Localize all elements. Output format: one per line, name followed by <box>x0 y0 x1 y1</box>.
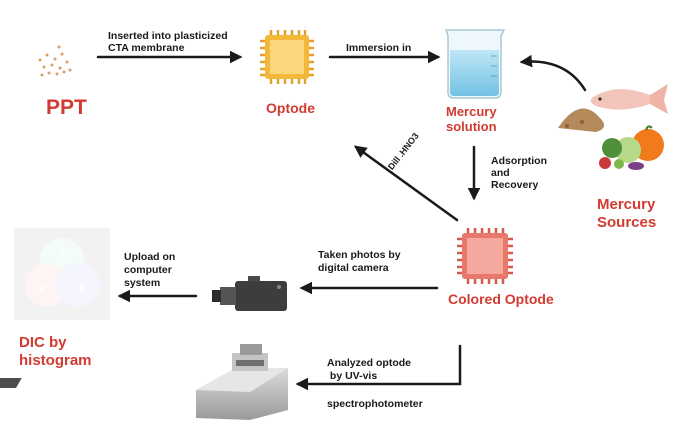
edge-inserted-line2: CTA membrane <box>108 42 185 54</box>
rgb-label-r: R <box>40 284 46 293</box>
edge-adsorption-line2: and <box>491 167 510 179</box>
camera-icon <box>212 276 287 311</box>
arrow-sources-to-beaker <box>519 54 587 92</box>
mercury-sources-icon <box>558 84 668 170</box>
node-optode: Optode <box>266 100 315 116</box>
edge-photos-line1: Taken photos by <box>318 249 401 261</box>
ppt-powder-icon <box>38 45 72 77</box>
node-mercury-solution-line1: Mercury <box>446 104 497 119</box>
edge-upload-line2: computer <box>124 264 172 276</box>
rgb-label-g: G <box>59 249 66 258</box>
arrow-colored-to-spectrophotometer <box>295 344 462 391</box>
arrow-colored-to-mercury <box>353 145 459 222</box>
edge-adsorption-line1: Adsorption <box>491 155 547 167</box>
node-dic-line1: DIC by <box>19 334 67 351</box>
node-mercury-solution-line2: solution <box>446 119 497 134</box>
edge-inserted-line1: Inserted into plasticized <box>108 30 228 42</box>
rgb-circles-icon <box>14 228 110 320</box>
edge-upload-line3: system <box>124 277 161 289</box>
optode-chip-icon <box>260 30 314 84</box>
edge-immersion: Immersion in <box>346 42 412 54</box>
colored-optode-chip-icon <box>457 228 513 284</box>
node-mercury-sources-line1: Mercury <box>597 196 656 213</box>
edge-analyzed-line2: by UV-vis <box>327 370 378 382</box>
edge-analyzed-line3: spectrophotometer <box>327 398 423 410</box>
edge-adsorption-line3: Recovery <box>491 179 539 191</box>
rgb-label-b: B <box>80 284 86 293</box>
edge-photos-line2: digital camera <box>318 262 389 274</box>
spectrophotometer-icon <box>0 344 288 420</box>
node-mercury-sources-line2: Sources <box>597 214 657 231</box>
node-colored-optode: Colored Optode <box>448 291 554 307</box>
beaker-icon <box>444 29 506 99</box>
edge-analyzed-line1: Analyzed optode <box>327 357 412 369</box>
node-dic-line2: histogram <box>19 352 92 369</box>
node-ppt: PPT <box>46 96 87 119</box>
edge-upload-line1: Upload on <box>124 251 176 263</box>
